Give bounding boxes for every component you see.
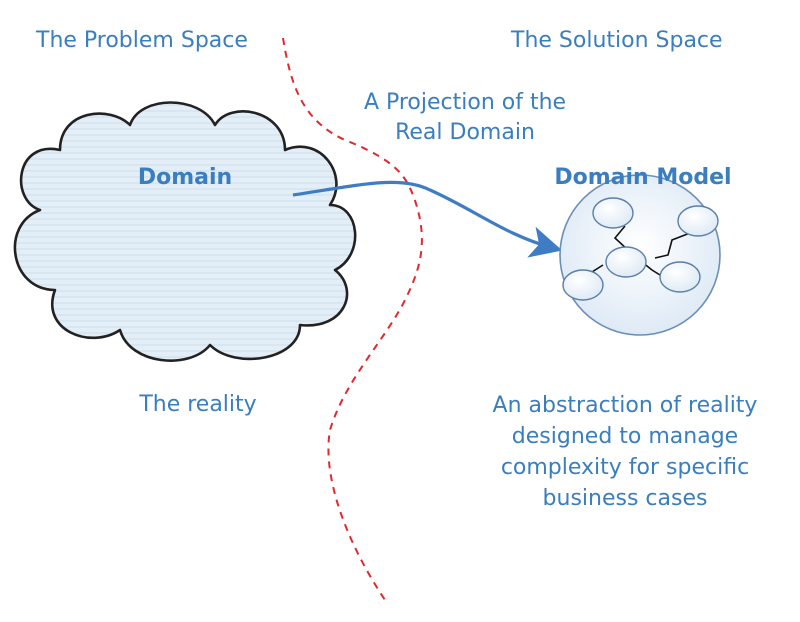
- abstraction-line-4: business cases: [542, 486, 708, 511]
- model-node: [562, 269, 604, 301]
- model-node: [659, 261, 701, 293]
- domain-model-label: Domain Model: [554, 165, 732, 190]
- abstraction-line-3: complexity for specific: [500, 455, 750, 480]
- projection-label-line-2: Real Domain: [395, 120, 535, 145]
- domain-cloud: [13, 101, 357, 362]
- abstraction-line-2: designed to manage: [511, 424, 739, 449]
- abstraction-line-1: An abstraction of reality: [492, 393, 758, 418]
- problem-space-label: The Problem Space: [36, 28, 248, 53]
- projection-label: A Projection of the Real Domain: [330, 88, 600, 148]
- model-connection: [654, 232, 691, 259]
- abstraction-description: An abstraction of reality designed to ma…: [455, 390, 795, 514]
- projection-arrow: [292, 180, 563, 258]
- domain-label: Domain: [137, 165, 233, 190]
- space-divider-line: [282, 37, 423, 601]
- projection-label-line-1: A Projection of the: [363, 90, 567, 115]
- model-node: [677, 205, 719, 237]
- solution-space-label: The Solution Space: [511, 28, 723, 53]
- model-node: [605, 246, 647, 278]
- model-node: [592, 197, 634, 229]
- reality-label: The reality: [139, 392, 257, 417]
- domain-model-graphic: [559, 174, 721, 336]
